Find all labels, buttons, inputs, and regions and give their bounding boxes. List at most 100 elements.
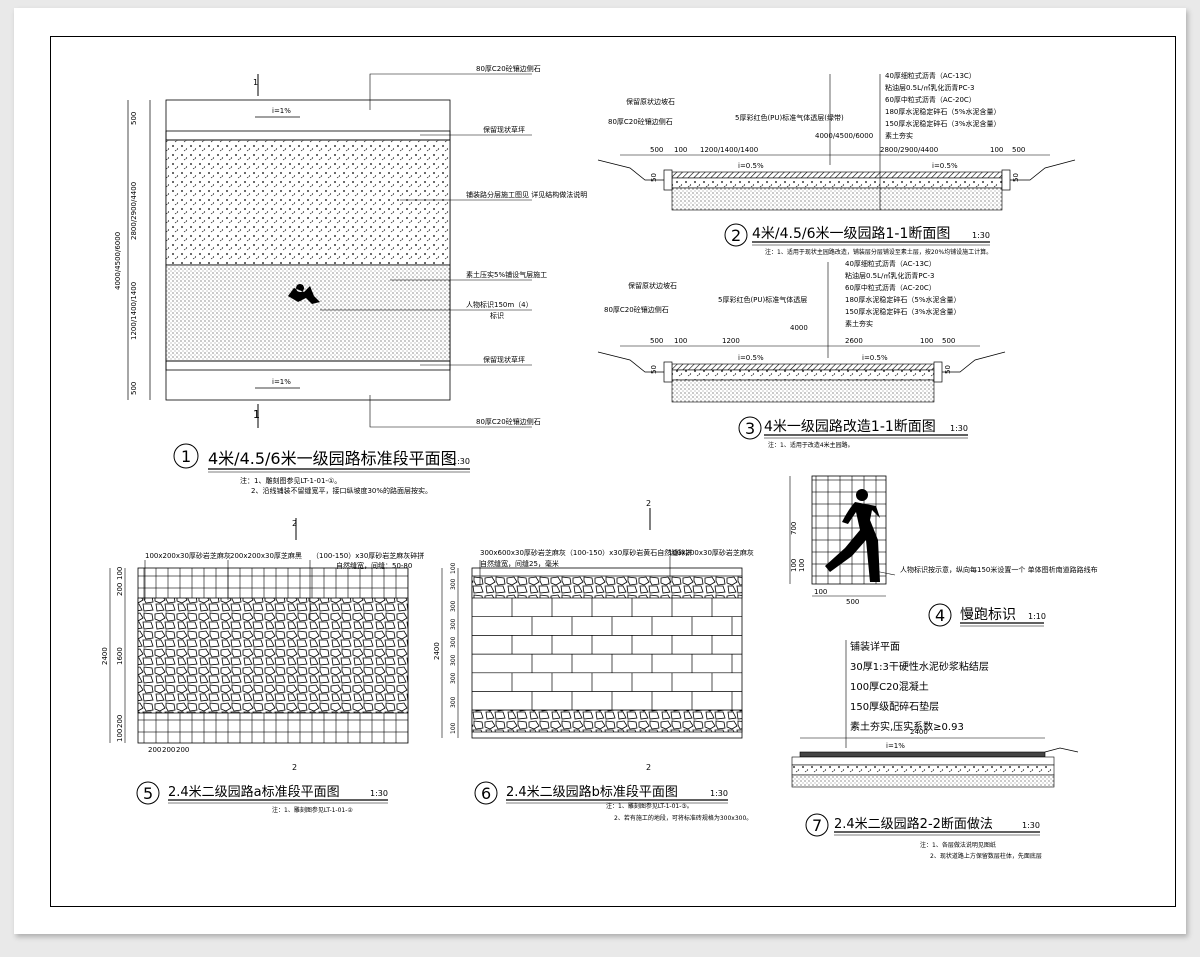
drawing1-plan: 1 1 i=1% i=1% 500 2800/2900/4400 4000/45…	[114, 64, 587, 495]
title-number-7: 7	[812, 816, 822, 835]
section-mark-top: 1	[253, 78, 258, 87]
d5-label-2: 200x200x30厚芝麻黑	[230, 551, 302, 560]
drawing3-title: 4米一级园路改造1-1断面图	[764, 419, 936, 435]
d7-layer-3: 100厚C20混凝土	[850, 680, 929, 693]
d7-layer-2: 30厚1:3干硬性水泥砂浆粘结层	[850, 660, 989, 673]
d2-slope-right: i=0.5%	[932, 162, 958, 170]
d4-dim-a: 100	[790, 559, 798, 572]
drawing2-title: 4米/4.5/6米一级园路1-1断面图	[752, 226, 950, 242]
d5-dim-b2: 200	[162, 746, 175, 754]
d2-dim-6: 100	[990, 146, 1003, 154]
drawing-border	[50, 36, 1176, 907]
drawing4-sign: 700 100 100 100 500 人物标识按示意，纵向每150米设置一个 …	[789, 475, 1098, 627]
d3-layer-5: 150厚水泥稳定碎石（3%水泥含量）	[845, 307, 960, 316]
runner-icon	[288, 284, 320, 304]
drawing1-note-1: 注：1、雕刻图参见LT-1-01-①。	[240, 476, 341, 485]
dim-500-top: 500	[130, 112, 138, 125]
d6-dim-left: 300	[450, 672, 457, 684]
drawing6-note-2: 2、若有施工的地段，可将标准砖规格为300x300。	[614, 814, 752, 822]
d3-layer-3: 60厚中粒式沥青（AC-20C）	[845, 283, 936, 292]
drawing6-scale: 1:30	[710, 789, 728, 798]
section-mark-bottom: 1	[253, 408, 260, 421]
d5-label-4: 自然缝宽，间缝：50-80	[336, 561, 412, 570]
d3-slope-left: i=0.5%	[738, 354, 764, 362]
d3-dim-2: 100	[674, 337, 687, 345]
dim-lower: 1200/1400/1400	[130, 282, 138, 340]
d2-dim-7: 500	[1012, 146, 1025, 154]
drawing3-scale: 1:30	[950, 424, 968, 433]
label-runner-sub: 标识	[490, 311, 504, 320]
d7-layer-5: 素土夯实,压实系数≥0.93	[850, 720, 964, 733]
drawing6-title: 2.4米二级园路b标准段平面图	[506, 784, 678, 800]
d2-layer-4: 180厚水泥稳定碎石（5%水泥含量）	[885, 107, 1000, 116]
d4-dim-d: 500	[846, 598, 859, 606]
d4-dim-c: 100	[814, 588, 827, 596]
drawing3-layer-labels: 40厚细粒式沥青（AC-13C） 粘油层0.5L/㎡乳化沥青PC-3 60厚中粒…	[845, 259, 960, 328]
d6-dim-left: 300	[450, 636, 457, 648]
dim-upper: 2800/2900/4400	[130, 182, 138, 240]
drawing3-section: 40厚细粒式沥青（AC-13C） 粘油层0.5L/㎡乳化沥青PC-3 60厚中粒…	[597, 259, 1006, 449]
drawing5-title: 2.4米二级园路a标准段平面图	[168, 784, 340, 800]
d3-dim-1: 500	[650, 337, 663, 345]
d3-slope-right: i=0.5%	[862, 354, 888, 362]
d5-label-3: （100-150）x30厚砂岩芝麻灰碎拼	[312, 551, 424, 560]
d3-edge-left: 50	[650, 365, 658, 374]
label-curb-bottom: 80厚C20砼镶边侧石	[476, 417, 541, 426]
d6-label-3: 自然缝宽，间缝25，毫米	[480, 559, 559, 568]
d6-dim-left: 100	[450, 722, 457, 734]
d6-dim-left: 300	[450, 696, 457, 708]
title-number-5: 5	[143, 784, 153, 803]
drawing7-note-1: 注：1、各层做法说明见图纸	[920, 841, 996, 849]
d4-dim-h: 700	[790, 522, 798, 535]
d2-label-a: 保留原状边坡石	[626, 97, 675, 106]
d3-label-b: 80厚C20砼镶边侧石	[604, 305, 669, 314]
stone-paving-a	[137, 597, 409, 714]
dim-total: 4000/4500/6000	[114, 232, 122, 290]
d5-dim-total: 2400	[101, 647, 109, 665]
d3-layer-6: 素土夯实	[845, 319, 873, 328]
label-red-lane: 素土压实5%铺设气层施工	[466, 270, 547, 279]
label-grass-bottom: 保留现状草坪	[483, 355, 525, 364]
label-grass-top: 保留现状草坪	[483, 125, 525, 134]
title-number-2: 2	[731, 226, 741, 245]
drawing7-section: 铺装详平面 30厚1:3干硬性水泥砂浆粘结层 100厚C20混凝土 150厚级配…	[791, 640, 1079, 860]
drawing5-scale: 1:30	[370, 789, 388, 798]
d3-layer-4: 180厚水泥稳定碎石（5%水泥含量）	[845, 295, 960, 304]
asphalt-area	[165, 139, 451, 266]
d4-dim-b: 100	[798, 559, 806, 572]
d5-dim-l1: 100	[116, 567, 124, 580]
d3-label-c: 5厚彩红色(PU)标准气体透层	[718, 295, 807, 304]
d2-dim-5: 2800/2900/4400	[880, 146, 938, 154]
drawing2-note: 注：1、适用于现状主园路改造，铺装层分层铺设至素土层，按20%均铺设施工计算。	[765, 248, 992, 256]
drawing7-title: 2.4米二级园路2-2断面做法	[834, 816, 993, 832]
d2-layer-2: 粘油层0.5L/㎡乳化沥青PC-3	[885, 83, 974, 92]
label-asphalt: 铺装路分层施工图见 详见结构做法说明	[466, 190, 587, 199]
slope-top: i=1%	[272, 107, 291, 115]
d2-slope-left: i=0.5%	[738, 162, 764, 170]
d5-dim-l5: 100	[116, 729, 124, 742]
drawing5-plan: 2 2 100 200 1600 200 100 2400 200 200 20…	[101, 518, 424, 814]
d5-dim-b1: 200	[148, 746, 161, 754]
d3-dim-7: 500	[942, 337, 955, 345]
title-number-6: 6	[481, 784, 491, 803]
title-number-3: 3	[745, 419, 755, 438]
red-lane-area	[165, 264, 451, 362]
drawing1-scale: 1:30	[452, 457, 470, 466]
d6-dim-left: 300	[450, 600, 457, 612]
drawing4-title: 慢跑标识	[960, 606, 1016, 623]
runner-sign-icon	[825, 489, 880, 582]
d5-section-mark-bottom: 2	[292, 763, 297, 772]
d7-dim: 2400	[910, 728, 928, 736]
d6-label-2: 100x200x30厚砂岩芝麻灰	[668, 548, 754, 557]
drawing7-scale: 1:30	[1022, 821, 1040, 830]
drawing4-scale: 1:10	[1028, 612, 1046, 621]
curb-bottom	[165, 360, 451, 371]
d4-label: 人物标识按示意，纵向每150米设置一个 单体图析南道路路线布	[900, 565, 1098, 574]
d3-layer-2: 粘油层0.5L/㎡乳化沥青PC-3	[845, 271, 934, 280]
d2-dim-1: 500	[650, 146, 663, 154]
stone-border-top	[471, 575, 743, 599]
d5-dim-l4: 200	[116, 715, 124, 728]
title-number-1: 1	[181, 447, 191, 466]
